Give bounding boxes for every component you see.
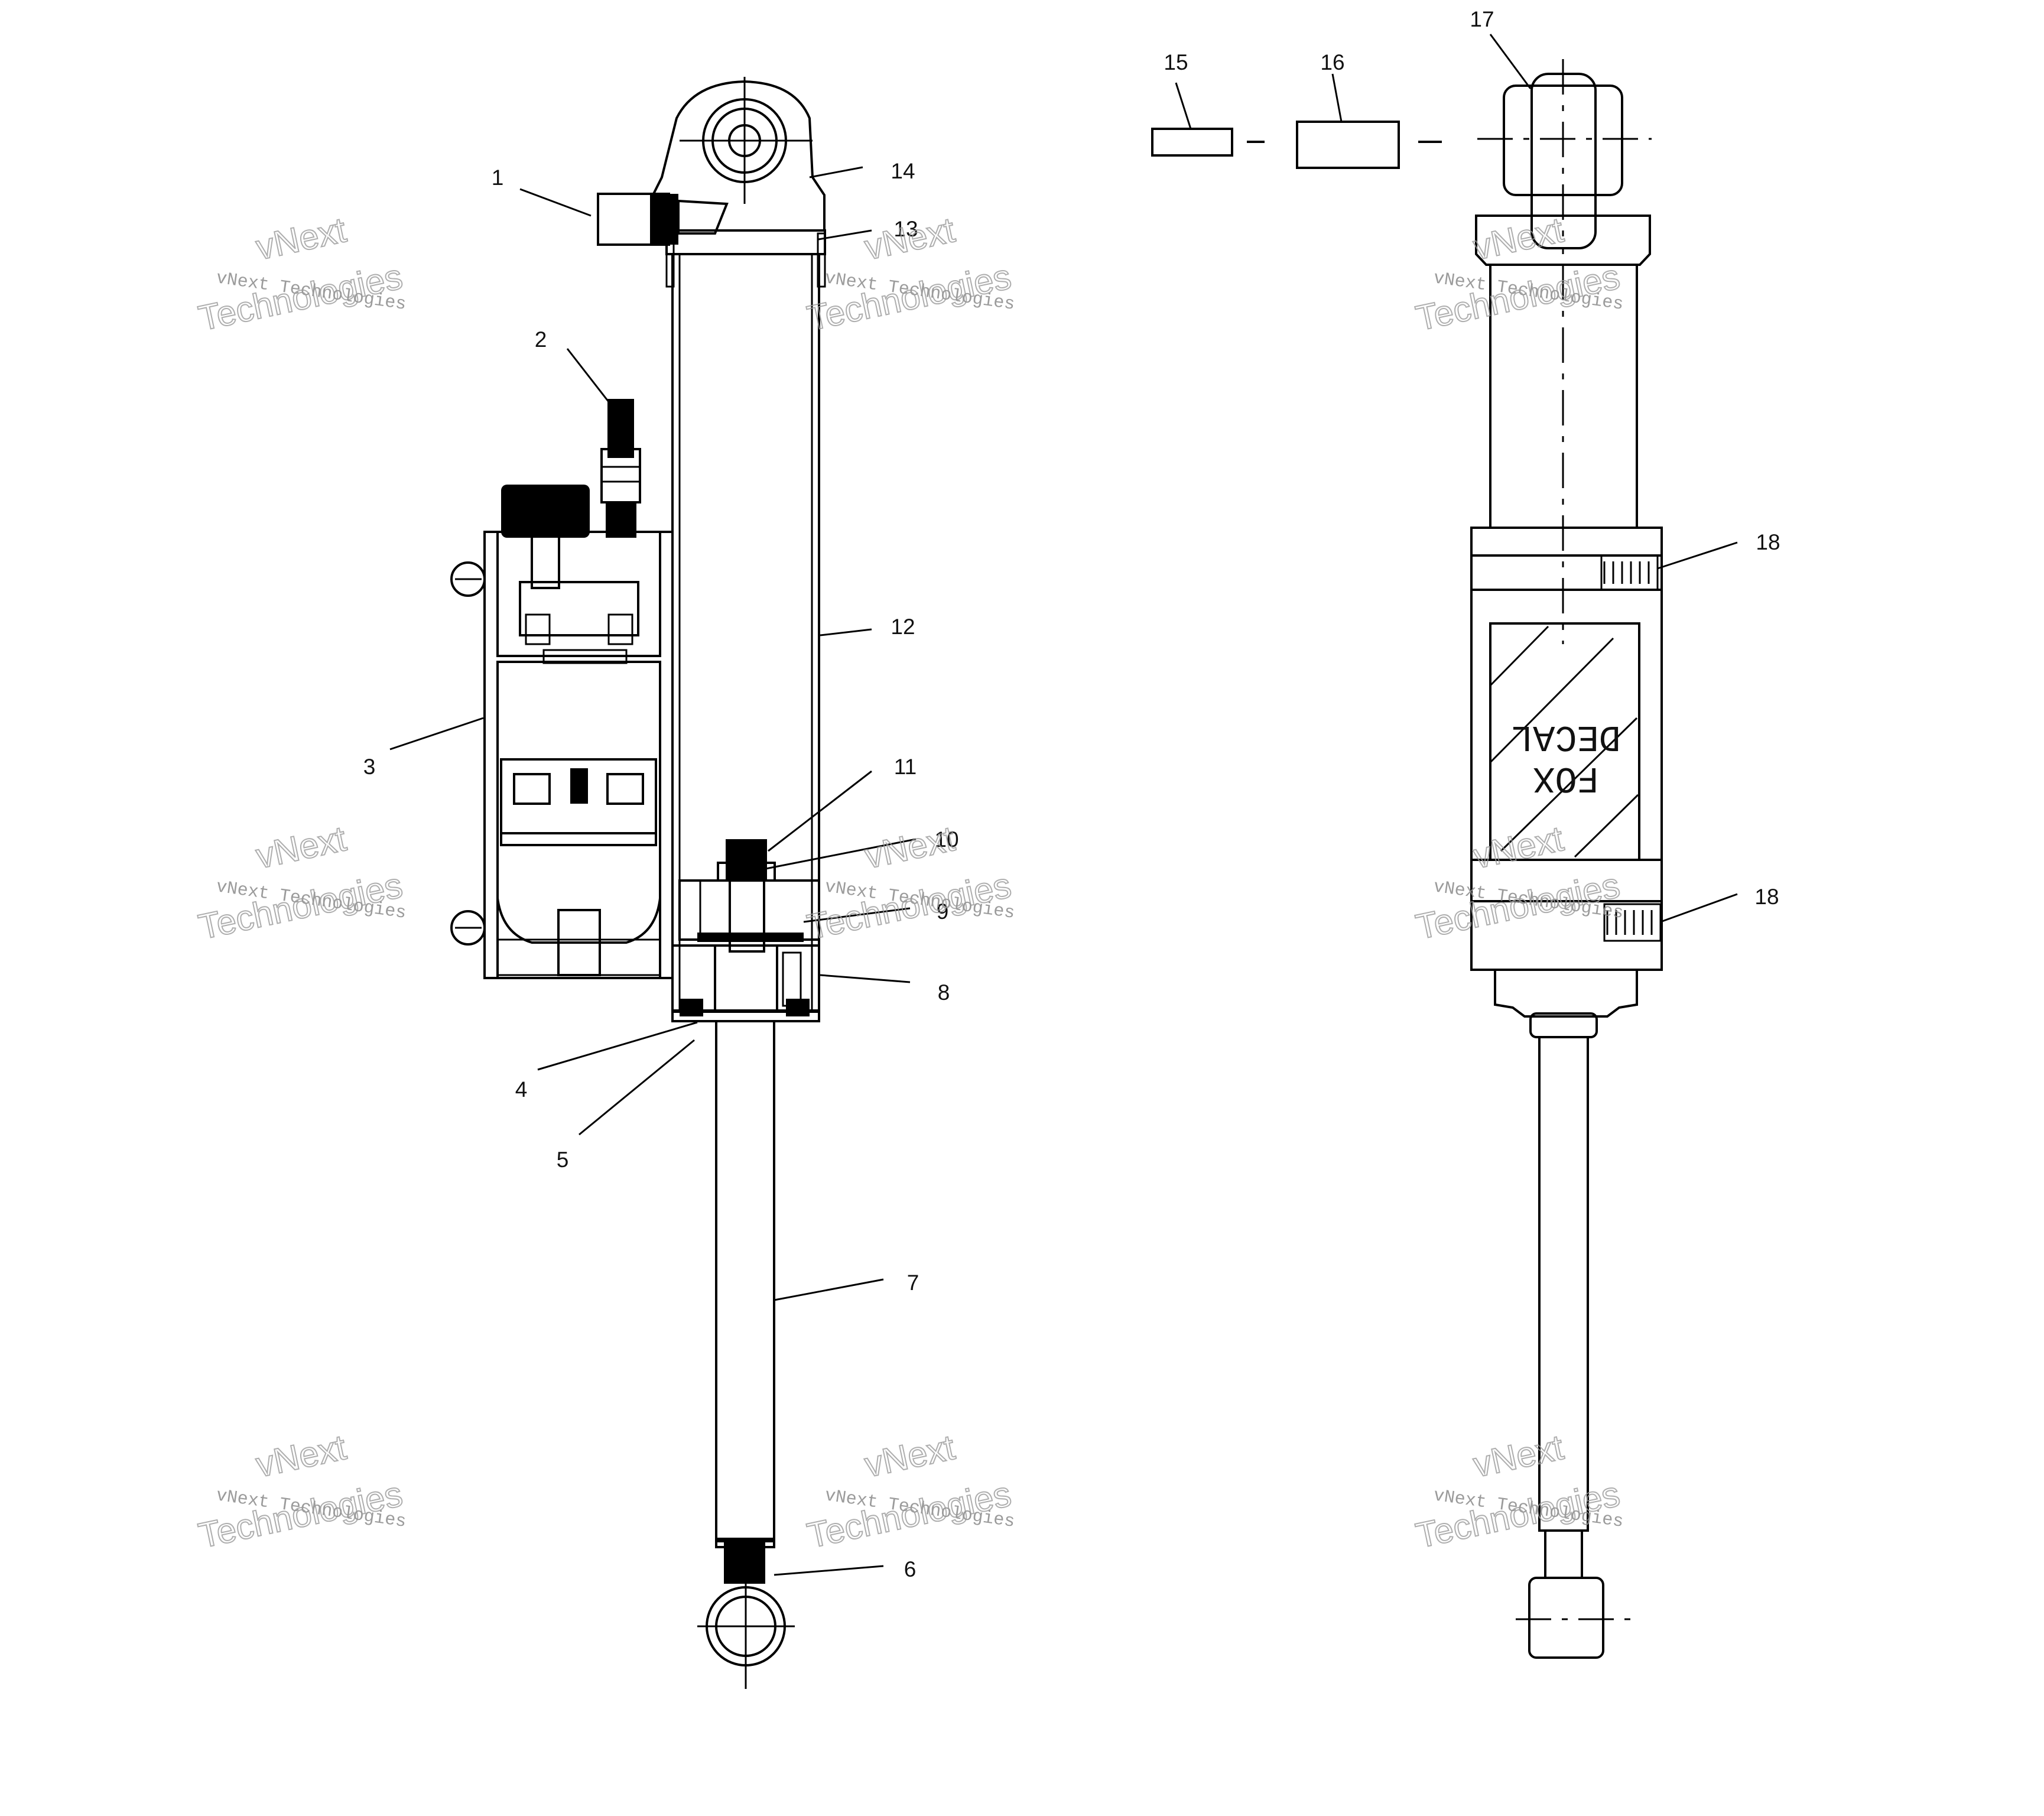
watermark-7: vNext Technologies vNext Technologies <box>194 1427 407 1556</box>
decal-text-decal: DECAL <box>1511 716 1621 758</box>
callout-17: 17 <box>1470 7 1494 31</box>
svg-text:vNext: vNext <box>252 1427 349 1484</box>
svg-text:vNext: vNext <box>1470 818 1567 876</box>
callout-4: 4 <box>515 1077 528 1102</box>
svg-text:Technologies: Technologies <box>804 256 1015 338</box>
watermark-2: vNext Technologies vNext Technologies <box>803 209 1016 339</box>
watermark-1: vNext Technologies vNext Technologies <box>194 209 407 339</box>
top-eyelet-exterior <box>1477 59 1652 254</box>
hose-elbow-fitting <box>597 193 729 246</box>
callout-11: 11 <box>894 755 917 779</box>
callout-6: 6 <box>904 1557 917 1581</box>
svg-text:Technologies: Technologies <box>195 865 406 947</box>
svg-text:Technologies: Technologies <box>1412 865 1623 947</box>
callout-18-lower: 18 <box>1754 885 1779 909</box>
callout-15: 15 <box>1164 50 1188 74</box>
svg-text:vNext: vNext <box>1470 1427 1567 1484</box>
svg-text:Technologies: Technologies <box>804 1474 1015 1555</box>
watermark-4: vNext Technologies vNext Technologies <box>194 818 407 947</box>
shaft <box>715 1020 775 1542</box>
callout-labels: 1 2 3 4 5 6 7 8 9 10 11 12 13 14 15 16 1… <box>363 7 1780 1581</box>
svg-text:Technologies: Technologies <box>195 1474 406 1555</box>
svg-text:Technologies: Technologies <box>1412 256 1623 338</box>
svg-text:vNext: vNext <box>861 818 958 876</box>
callout-18-upper: 18 <box>1756 530 1780 554</box>
callout-12: 12 <box>891 615 915 639</box>
watermark-9: vNext Technologies vNext Technologies <box>1412 1427 1624 1556</box>
svg-text:vNext: vNext <box>252 210 349 267</box>
callout-7: 7 <box>907 1271 919 1295</box>
body-tube <box>671 253 820 1012</box>
svg-text:vNext: vNext <box>1470 210 1567 267</box>
decal-text-fox: FOX <box>1533 757 1599 799</box>
callout-10: 10 <box>934 827 958 852</box>
watermark-5: vNext Technologies vNext Technologies <box>803 818 1016 947</box>
cutaway-shock <box>450 77 826 1689</box>
callout-9: 9 <box>937 899 949 924</box>
callout-2: 2 <box>535 327 547 352</box>
hose-clamp-upper <box>1600 554 1659 591</box>
reservoir <box>450 399 674 979</box>
svg-text:vNext: vNext <box>252 818 349 876</box>
callout-5: 5 <box>557 1148 569 1172</box>
callout-8: 8 <box>938 980 950 1005</box>
svg-text:Technologies: Technologies <box>1412 1474 1623 1555</box>
exterior-shock: FOX DECAL <box>1470 59 1663 1659</box>
svg-text:Technologies: Technologies <box>195 256 406 338</box>
svg-text:vNext: vNext <box>861 1427 958 1484</box>
svg-text:Technologies: Technologies <box>804 865 1015 947</box>
watermark-6: vNext Technologies vNext Technologies <box>1412 818 1624 947</box>
svg-text:vNext: vNext <box>861 210 958 267</box>
callout-13: 13 <box>893 217 918 241</box>
callout-14: 14 <box>891 159 915 183</box>
spacer-16 <box>1296 121 1400 169</box>
watermark-8: vNext Technologies vNext Technologies <box>803 1427 1016 1556</box>
hose-clamp-lower <box>1603 903 1662 942</box>
fox-decal: FOX DECAL <box>1489 622 1640 861</box>
callout-1: 1 <box>492 165 504 190</box>
piston-assembly <box>678 839 820 953</box>
top-eyelet <box>652 77 826 232</box>
callout-16: 16 <box>1320 50 1344 74</box>
leader-lines <box>389 34 1738 1576</box>
watermark-3: vNext Technologies vNext Technologies <box>1412 209 1624 339</box>
callout-3: 3 <box>363 755 376 779</box>
lower-eyelet <box>697 1538 795 1689</box>
spacer-15 <box>1151 128 1233 157</box>
